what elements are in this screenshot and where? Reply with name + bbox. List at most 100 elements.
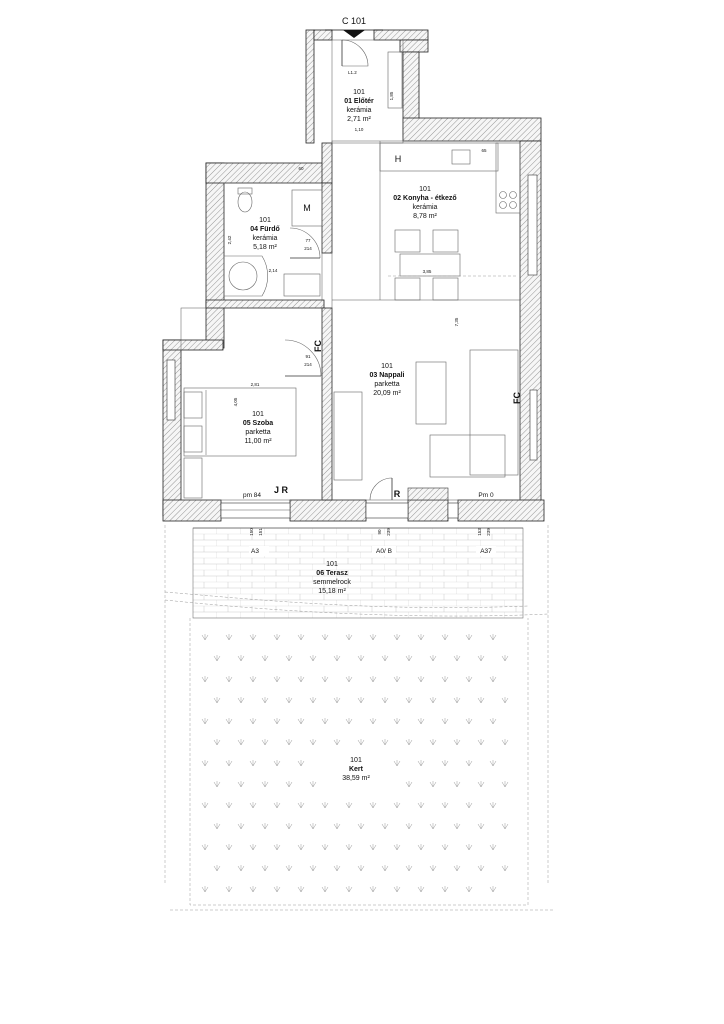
grass-mark — [213, 696, 221, 704]
grass-mark — [345, 633, 353, 641]
room-label-terasz: 101 06 Terasz semmelrock 15,18 m² — [313, 561, 351, 595]
grass-mark — [297, 801, 305, 809]
grass-mark — [297, 885, 305, 893]
grass-mark — [405, 738, 413, 746]
marker-m: M — [303, 203, 311, 213]
grass-mark — [345, 675, 353, 683]
grass-mark — [201, 633, 209, 641]
room-label-szoba: 101 05 Szoba parketta 11,00 m² — [243, 411, 273, 445]
grass-mark — [369, 885, 377, 893]
grass-mark — [213, 864, 221, 872]
marker-jr: J R — [274, 485, 289, 495]
grass-mark — [273, 885, 281, 893]
grass-mark — [489, 675, 497, 683]
grass-mark — [321, 633, 329, 641]
grass-mark — [261, 822, 269, 830]
room-name: 02 Konyha - étkező — [393, 195, 456, 202]
grass-mark — [297, 717, 305, 725]
grass-mark — [393, 675, 401, 683]
marker-a37: A37 — [480, 548, 492, 555]
grass-mark — [249, 843, 257, 851]
grass-mark — [393, 759, 401, 767]
grass-mark — [501, 780, 509, 788]
grass-mark — [381, 822, 389, 830]
grass-mark — [489, 759, 497, 767]
grass-mark — [321, 717, 329, 725]
grass-mark — [345, 717, 353, 725]
grass-mark — [237, 696, 245, 704]
grass-mark — [357, 654, 365, 662]
room-number: 101 — [381, 363, 393, 370]
room-number: 101 — [353, 89, 365, 96]
grass-mark — [441, 633, 449, 641]
grass-mark — [429, 864, 437, 872]
dimension: 4,05 — [233, 397, 238, 406]
grass-mark — [213, 780, 221, 788]
room-number: 101 — [326, 561, 338, 568]
dimension: 239 — [386, 528, 391, 536]
grass-mark — [285, 864, 293, 872]
dimension: 239 — [486, 528, 491, 536]
grass-mark — [273, 843, 281, 851]
marker-h: H — [395, 154, 402, 164]
grass-mark — [453, 654, 461, 662]
room-area: 5,18 m² — [253, 244, 277, 251]
grass-mark — [225, 759, 233, 767]
grass-mark — [429, 654, 437, 662]
room-name: 01 Előtér — [344, 98, 374, 105]
room-name: 03 Nappali — [369, 372, 404, 379]
grass-mark — [381, 864, 389, 872]
grass-mark — [357, 864, 365, 872]
grass-mark — [309, 738, 317, 746]
marker-r: R — [394, 489, 401, 499]
grass-mark — [285, 822, 293, 830]
grass-mark — [261, 780, 269, 788]
dimension: 150 — [249, 528, 254, 536]
marker-pm-left: pm 84 — [243, 492, 261, 499]
room-area: 11,00 m² — [244, 438, 272, 445]
grass-mark — [345, 885, 353, 893]
grass-mark — [345, 801, 353, 809]
grass-mark — [213, 738, 221, 746]
room-finish: parketta — [374, 381, 399, 388]
room-area: 38,59 m² — [342, 775, 370, 782]
grass-mark — [489, 885, 497, 893]
grass-mark — [249, 717, 257, 725]
grass-mark — [273, 759, 281, 767]
grass-mark — [369, 633, 377, 641]
grass-mark — [477, 654, 485, 662]
grass-mark — [381, 654, 389, 662]
grass-mark — [201, 801, 209, 809]
grass-mark — [249, 885, 257, 893]
grass-mark — [453, 780, 461, 788]
grass-mark — [381, 738, 389, 746]
room-finish: kerámia — [413, 204, 438, 211]
grass-mark — [453, 738, 461, 746]
grass-mark — [465, 885, 473, 893]
grass-mark — [441, 675, 449, 683]
grass-mark — [309, 864, 317, 872]
grass-mark — [285, 738, 293, 746]
grass-mark — [417, 759, 425, 767]
grass-mark — [381, 696, 389, 704]
grass-mark — [321, 801, 329, 809]
grass-mark — [441, 717, 449, 725]
dimension: 90 — [377, 529, 382, 535]
room-finish: kerámia — [347, 107, 372, 114]
room-number: 101 — [259, 217, 271, 224]
grass-mark — [285, 696, 293, 704]
section-marker — [325, 29, 383, 38]
grass-mark — [489, 633, 497, 641]
grass-mark — [261, 654, 269, 662]
dimension: 3,85 — [423, 269, 432, 274]
terrace-area — [164, 527, 549, 619]
grass-mark — [225, 843, 233, 851]
grass-mark — [321, 675, 329, 683]
dimension: 214 — [304, 362, 312, 367]
room-name: 05 Szoba — [243, 420, 273, 427]
grass-mark — [357, 822, 365, 830]
grass-mark — [249, 633, 257, 641]
grass-mark — [477, 864, 485, 872]
grass-mark — [429, 822, 437, 830]
dimension: 1,10 — [355, 127, 364, 132]
